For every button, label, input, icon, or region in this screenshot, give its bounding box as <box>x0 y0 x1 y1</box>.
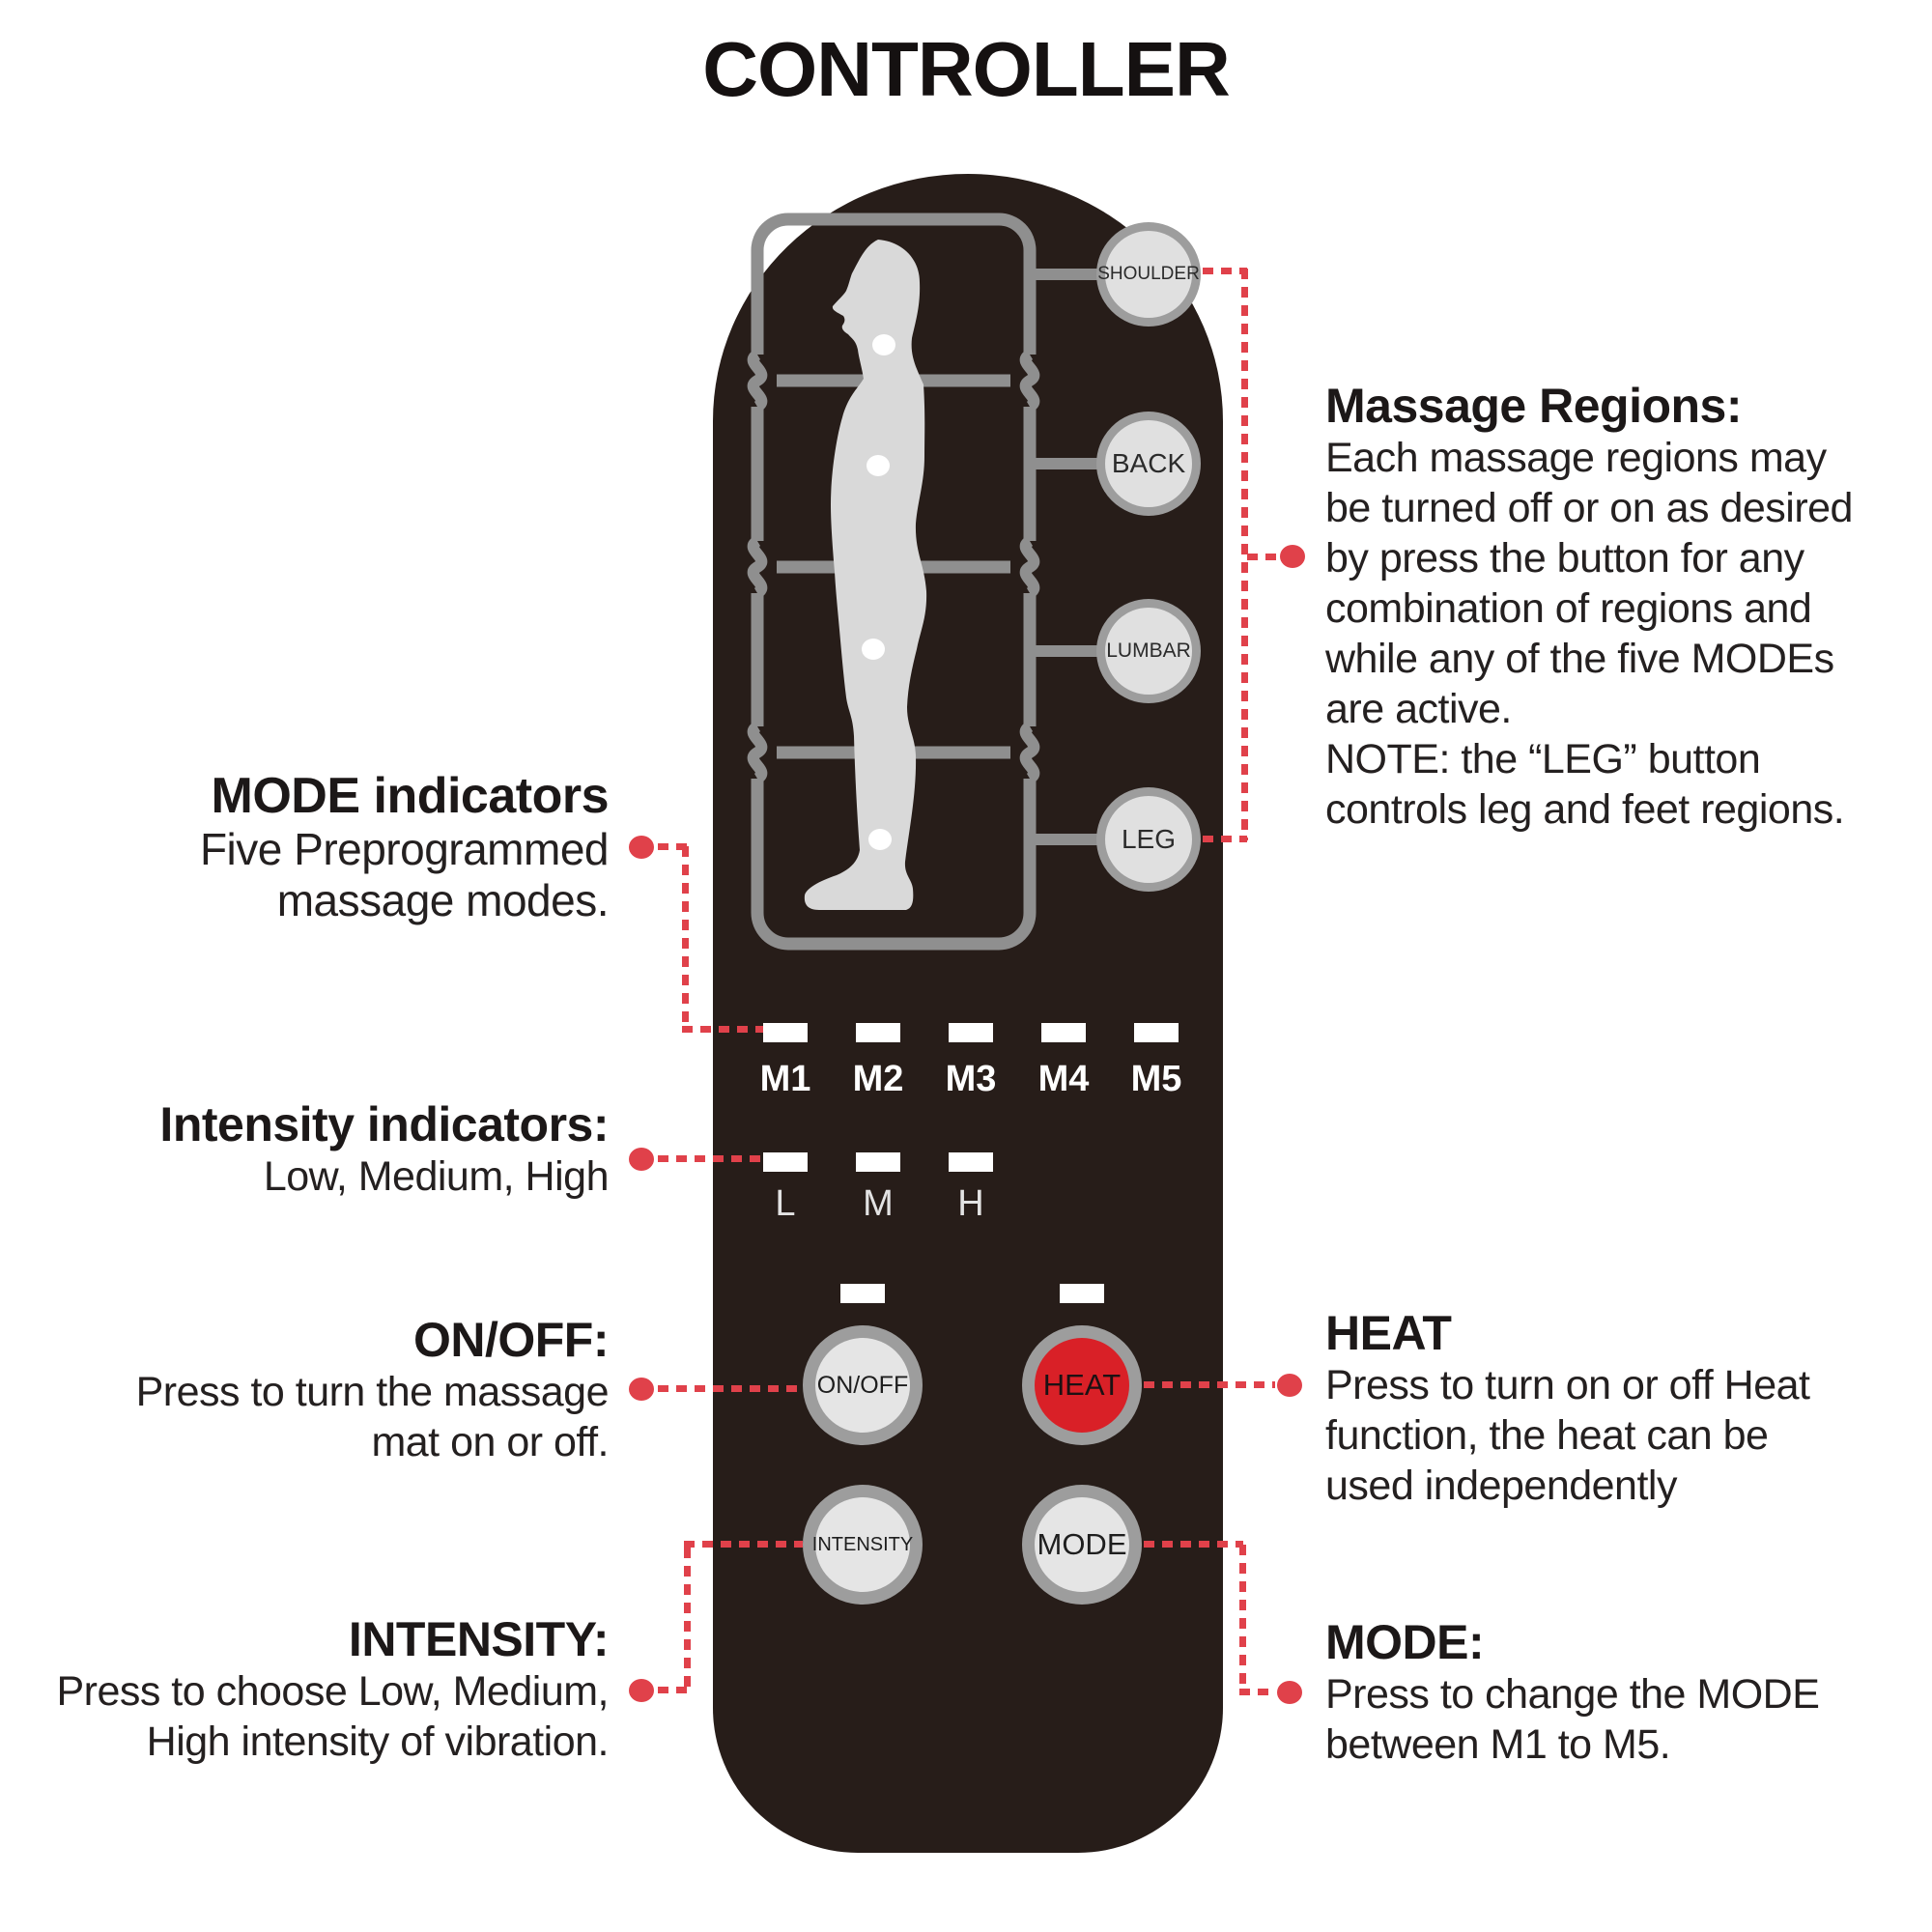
mode-indicator-dash-m4 <box>1041 1023 1086 1042</box>
page-title: CONTROLLER <box>702 26 1231 112</box>
annotation-line: controls leg and feet regions. <box>1325 786 1845 833</box>
mode-connector-line2 <box>1239 1689 1275 1695</box>
mode-connector-dot <box>1277 1681 1302 1704</box>
body-diagram <box>738 213 1097 951</box>
annotation-line: massage modes. <box>276 875 610 925</box>
intensity-connector-dot <box>629 1679 654 1702</box>
mode-label-m5: M5 <box>1130 1059 1182 1099</box>
annotation-mode-heading: MODE: <box>1325 1615 1485 1669</box>
shoulder-button[interactable]: SHOULDER <box>1096 222 1201 327</box>
intensity-connector-vline <box>684 1548 691 1690</box>
annotation-intensity-heading: INTENSITY: <box>348 1612 610 1666</box>
annotation-on-off: ON/OFF: Press to turn the massage mat on… <box>39 1313 610 1467</box>
mode-indicators-connector-line1 <box>658 843 689 850</box>
remote-controller: SHOULDER BACK LUMBAR LEG M1 M2 M3 M4 M5 … <box>713 174 1223 1853</box>
annotation-line: by press the button for any <box>1325 535 1804 582</box>
annotation-intensity: INTENSITY: Press to choose Low, Medium, … <box>39 1612 609 1767</box>
annotation-heat: HEAT Press to turn on or off Heat functi… <box>1325 1306 1915 1511</box>
heat-indicator-dash <box>1060 1284 1104 1303</box>
shoulder-connector-line <box>1203 268 1247 274</box>
button-connector-stubs <box>1030 269 1097 845</box>
mode-indicator-dash-m2 <box>856 1023 900 1042</box>
annotation-line: mat on or off. <box>371 1419 609 1465</box>
annotation-line: are active. <box>1325 686 1512 732</box>
mode-indicators-connector-line2 <box>682 1026 763 1033</box>
annotation-line: while any of the five MODEs <box>1325 636 1834 682</box>
annotation-line: combination of regions and <box>1325 585 1812 632</box>
back-button[interactable]: BACK <box>1096 412 1201 516</box>
intensity-label-h: H <box>957 1183 984 1224</box>
regions-connector-dot <box>1280 545 1305 568</box>
mode-indicator-dash-m5 <box>1134 1023 1179 1042</box>
intensity-indicator-dash-h <box>949 1152 993 1172</box>
on-off-button[interactable]: ON/OFF <box>803 1325 923 1445</box>
heat-button-label: HEAT <box>1035 1338 1129 1433</box>
annotation-line: be turned off or on as desired <box>1325 485 1853 531</box>
leg-button[interactable]: LEG <box>1096 787 1201 892</box>
squiggle-break-icons <box>747 349 1040 784</box>
intensity-button[interactable]: INTENSITY <box>803 1485 923 1605</box>
annotation-line: Press to change the MODE <box>1325 1671 1820 1718</box>
annotation-line: used independently <box>1325 1463 1677 1509</box>
mode-label-m4: M4 <box>1037 1059 1090 1099</box>
on-off-button-label: ON/OFF <box>815 1338 910 1433</box>
annotation-mode-indicators: MODE indicators Five Preprogrammed massa… <box>39 768 610 926</box>
mode-label-m3: M3 <box>945 1059 997 1099</box>
lumbar-button[interactable]: LUMBAR <box>1096 599 1201 703</box>
body-silhouette-icon <box>804 240 927 910</box>
mode-button-label: MODE <box>1035 1497 1129 1592</box>
shoulder-button-label: SHOULDER <box>1097 264 1200 284</box>
leg-connector-line <box>1203 836 1247 842</box>
annotation-line: Press to turn on or off Heat <box>1325 1362 1810 1408</box>
intensity-label-m: M <box>863 1183 894 1224</box>
mode-connector-vline <box>1239 1545 1246 1695</box>
annotation-line: NOTE: the “LEG” button <box>1325 736 1761 782</box>
annotation-line: Low, Medium, High <box>263 1153 610 1200</box>
mode-indicator-dash-m3 <box>949 1023 993 1042</box>
annotation-mode-indicators-heading: MODE indicators <box>211 768 610 824</box>
annotation-massage-regions: Massage Regions: Each massage regions ma… <box>1325 379 1915 835</box>
annotation-line: Each massage regions may <box>1325 435 1827 481</box>
back-button-label: BACK <box>1111 448 1186 478</box>
annotation-intensity-indicators-heading: Intensity indicators: <box>159 1097 609 1151</box>
intensity-indicators-connector-dot <box>629 1148 654 1171</box>
massage-point-dots <box>862 334 895 850</box>
mode-indicators-connector-dot <box>629 836 654 859</box>
mode-label-m2: M2 <box>852 1059 904 1099</box>
intensity-connector-line2 <box>684 1541 803 1548</box>
annotation-line: Press to turn the massage <box>135 1369 610 1415</box>
on-off-connector-dot <box>629 1378 654 1401</box>
mode-button[interactable]: MODE <box>1022 1485 1142 1605</box>
intensity-label-l: L <box>775 1183 796 1224</box>
intensity-indicator-dash-l <box>763 1152 808 1172</box>
annotation-intensity-indicators: Intensity indicators: Low, Medium, High <box>39 1097 609 1202</box>
annotation-line: function, the heat can be <box>1325 1412 1769 1459</box>
regions-connector-line <box>1247 554 1279 560</box>
lumbar-button-label: LUMBAR <box>1106 639 1191 662</box>
intensity-connector-line1 <box>658 1687 691 1693</box>
mode-connector-line1 <box>1144 1541 1243 1548</box>
on-off-connector-line <box>658 1385 803 1392</box>
mode-indicators-connector-vline <box>682 846 689 1030</box>
leg-button-label: LEG <box>1121 824 1177 854</box>
annotation-heat-heading: HEAT <box>1325 1306 1452 1360</box>
annotation-line: Five Preprogrammed <box>199 824 610 874</box>
intensity-button-label: INTENSITY <box>812 1497 913 1592</box>
annotation-line: Press to choose Low, Medium, <box>56 1668 609 1715</box>
annotation-line: between M1 to M5. <box>1325 1721 1671 1768</box>
mode-label-m1: M1 <box>759 1059 811 1099</box>
annotation-on-off-heading: ON/OFF: <box>412 1313 610 1367</box>
intensity-indicator-dash-m <box>856 1152 900 1172</box>
heat-connector-line <box>1144 1381 1275 1388</box>
intensity-indicators-connector-line <box>658 1155 763 1162</box>
onoff-indicator-dash <box>840 1284 885 1303</box>
annotation-massage-regions-heading: Massage Regions: <box>1325 379 1743 433</box>
regions-connector-vline <box>1241 269 1248 840</box>
mode-indicator-dash-m1 <box>763 1023 808 1042</box>
annotation-line: High intensity of vibration. <box>146 1719 610 1765</box>
heat-connector-dot <box>1277 1374 1302 1397</box>
annotation-mode: MODE: Press to change the MODE between M… <box>1325 1615 1915 1770</box>
heat-button[interactable]: HEAT <box>1022 1325 1142 1445</box>
